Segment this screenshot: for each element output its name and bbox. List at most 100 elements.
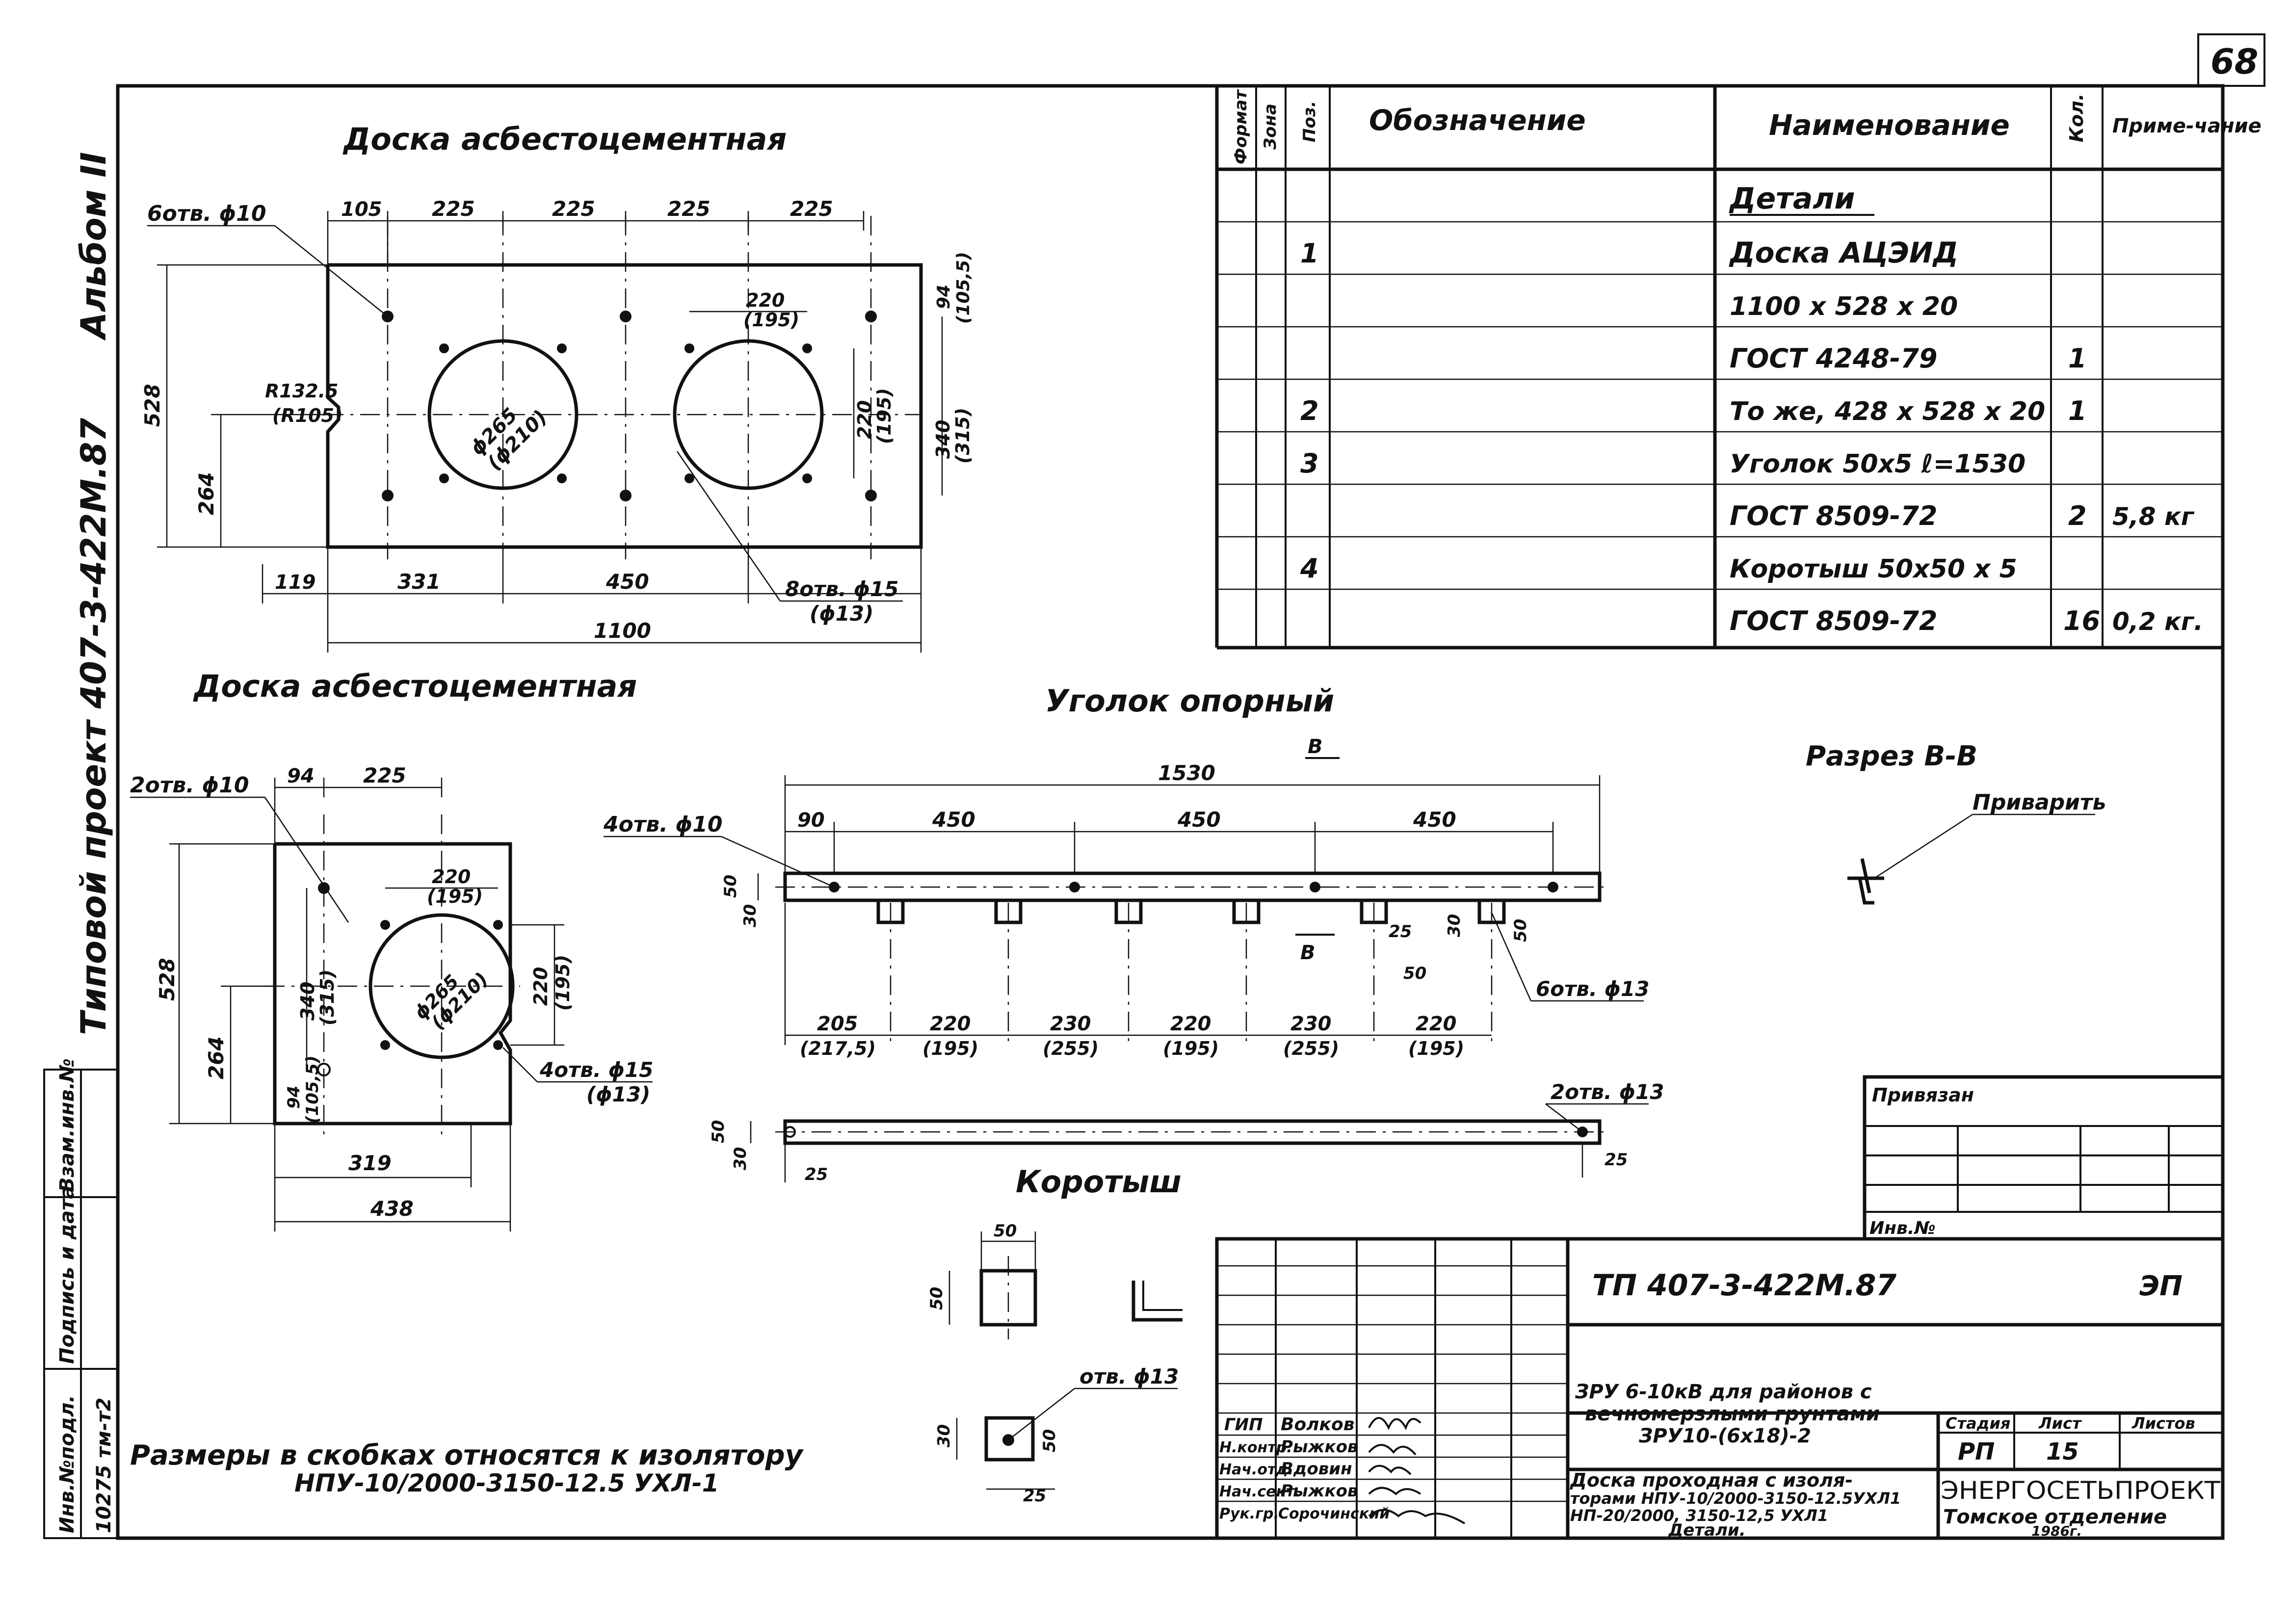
spec-row-4-qty: 1 [2068, 343, 2087, 374]
drawing-support-angle: Уголок опорный 1530 90 450 450 450 4отв. [603, 683, 1649, 1059]
detail-hole-label: отв. ϕ13 [1079, 1364, 1179, 1388]
d3-bottom-alt-3: (255) [1043, 1038, 1099, 1059]
tb-name-1: Волков [1281, 1414, 1355, 1435]
d1-top-dim-3: 225 [552, 197, 595, 221]
spec-row-5-pos: 2 [1300, 395, 1319, 426]
d1-bottom-dim-2: 331 [397, 570, 441, 594]
tb-object-3: ЗРУ10-(6х18)-2 [1638, 1425, 1811, 1447]
d2-holes2-label: 4отв. ϕ15 [539, 1058, 653, 1082]
d2-top-dim-1: 94 [287, 765, 315, 787]
d4-dim-50: 50 [709, 1120, 728, 1143]
d3-holes-label: 4отв. ϕ10 [603, 812, 723, 837]
page-number-box [2197, 33, 2265, 87]
spec-header-zone: Зона [1261, 104, 1280, 150]
tb-name-3: Вдовин [1281, 1459, 1352, 1479]
d3-bottom-alt-5: (255) [1283, 1038, 1339, 1059]
d2-dim-220: 220 [432, 866, 471, 888]
section-title: Разрез В-В [1806, 740, 1977, 772]
spec-row-8-pos: 4 [1300, 553, 1319, 584]
d3-dim-30: 30 [740, 904, 760, 927]
tb-role-5: Рук.гр. [1219, 1505, 1279, 1522]
section-weld: Приварить [1973, 790, 2106, 815]
tb-name-2: Рыжков [1281, 1437, 1358, 1457]
spec-row-7-name: ГОСТ 8509-72 [1730, 500, 1937, 531]
tb-sheet-4: Детали. [1668, 1520, 1746, 1540]
tb-branch: Томское отделение [1943, 1506, 2167, 1528]
d1-top-dim-1: 105 [341, 198, 382, 221]
d1-dim-1055: (105,5) [953, 252, 973, 324]
spec-row-1-name: Детали [1729, 182, 1855, 216]
spec-row-2-pos: 1 [1300, 238, 1319, 269]
d4-dim-25a: 25 [805, 1165, 828, 1184]
d2-half-height: 264 [204, 1036, 228, 1079]
d1-half-height: 264 [194, 472, 218, 515]
spec-header-designation: Обозначение [1369, 104, 1586, 137]
inventory-header-2: Подпись и дата [56, 1186, 79, 1364]
d1-radius: R132.5 [265, 380, 338, 402]
d1-dim-195-a: (195) [743, 309, 799, 331]
tb-org: ЭНЕРГОСЕТЬПРОЕКТ [1941, 1476, 2220, 1505]
d1-dim-195-b: (195) [873, 388, 895, 444]
d1-bottom-dim-1: 119 [275, 571, 316, 594]
spec-row-3-name: 1100 х 528 х 20 [1730, 292, 1958, 321]
d1-overall-width: 1100 [594, 619, 651, 643]
tb-year: 1986г. [2031, 1523, 2082, 1539]
inventory-number: 10275 тм-т2 [93, 1397, 115, 1533]
d3-section-mark-2: В [1300, 942, 1316, 964]
d1-holes2-alt: (ϕ13) [810, 602, 873, 626]
d3-bottom-dim-1: 205 [817, 1013, 858, 1035]
spec-header-name: Наименование [1769, 108, 2010, 142]
spec-row-9-note: 0,2 кг. [2112, 607, 2203, 636]
d3-bottom-dim-5: 230 [1290, 1013, 1332, 1035]
note: Размеры в скобках относятся к изолятору … [130, 1440, 804, 1497]
tb-sheet-2: торами НПУ-10/2000-3150-12.5УХЛ1 [1570, 1489, 1901, 1508]
d1-dim-315: (315) [952, 408, 973, 464]
detail-dim-50-side: 50 [927, 1287, 947, 1310]
tb-role-3: Нач.отд. [1219, 1461, 1293, 1478]
d1-height: 528 [140, 384, 164, 427]
d3-bottom-alt-1: (217,5) [800, 1038, 876, 1059]
d1-dim-94: 94 [934, 285, 954, 309]
tb-section-code: ЭП [2139, 1270, 2183, 1302]
drawing2-title: Доска асбестоцементная [193, 668, 637, 704]
page-number: 68 [2210, 42, 2258, 82]
drawing4-title: Коротыш [1016, 1164, 1182, 1200]
d3-dim-50b: 50 [1403, 964, 1426, 983]
d3-top-dim-1: 90 [797, 809, 825, 832]
section-bb: Разрез В-В Приварить [1806, 740, 2106, 905]
spec-row-5-qty: 1 [2068, 395, 2087, 426]
tb-role-2: Н.контр. [1219, 1439, 1292, 1456]
spec-row-6-name: Уголок 50х5 ℓ=1530 [1730, 449, 2026, 479]
spec-row-6-pos: 3 [1300, 448, 1319, 479]
binding-block: Привязан Инв.№ [1863, 1075, 2225, 1241]
drawing-board-small: Доска асбестоцементная 94 225 2отв. ϕ10 … [130, 668, 653, 1231]
d3-top-dim-2: 450 [932, 808, 975, 832]
d3-bottom-dim-3: 230 [1050, 1013, 1091, 1035]
d1-radius-alt: (R105) [272, 405, 342, 426]
note-line-1: Размеры в скобках относятся к изолятору [130, 1440, 804, 1471]
d3-top-dim-4: 450 [1413, 808, 1456, 832]
d3-bottom-alt-4: (195) [1163, 1038, 1219, 1059]
spec-header-qty: Кол. [2066, 94, 2087, 142]
tb-sheet-1: Доска проходная с изоля- [1570, 1469, 1853, 1491]
d3-overall: 1530 [1158, 761, 1215, 785]
d3-dim-25: 25 [1389, 922, 1412, 942]
tb-name-4: Рыжков [1281, 1481, 1358, 1501]
d4-dim-25b: 25 [1605, 1150, 1628, 1170]
project-label: Типовой проект 407-3-422М.87 [74, 418, 114, 1035]
d2-holes2-alt: (ϕ13) [586, 1082, 650, 1106]
d2-dim-195-v: (195) [552, 955, 574, 1011]
spec-row-2-name: Доска АЦЭИД [1729, 236, 1958, 269]
d1-holes2-label: 8отв. ϕ15 [785, 577, 898, 601]
d1-bottom-dim-3: 450 [605, 570, 649, 594]
tb-role-4: Нач.сект. [1219, 1483, 1300, 1500]
d2-width-2: 438 [370, 1197, 414, 1221]
spec-row-9-qty: 16 [2063, 605, 2100, 636]
d3-dim-50: 50 [721, 875, 740, 898]
d4-dim-30: 30 [731, 1147, 750, 1170]
drawing3-title: Уголок опорный [1045, 683, 1334, 719]
d1-top-dim-2: 225 [432, 197, 475, 221]
d3-section-mark: В [1308, 735, 1323, 758]
d2-holes-label: 2отв. ϕ10 [130, 773, 249, 798]
